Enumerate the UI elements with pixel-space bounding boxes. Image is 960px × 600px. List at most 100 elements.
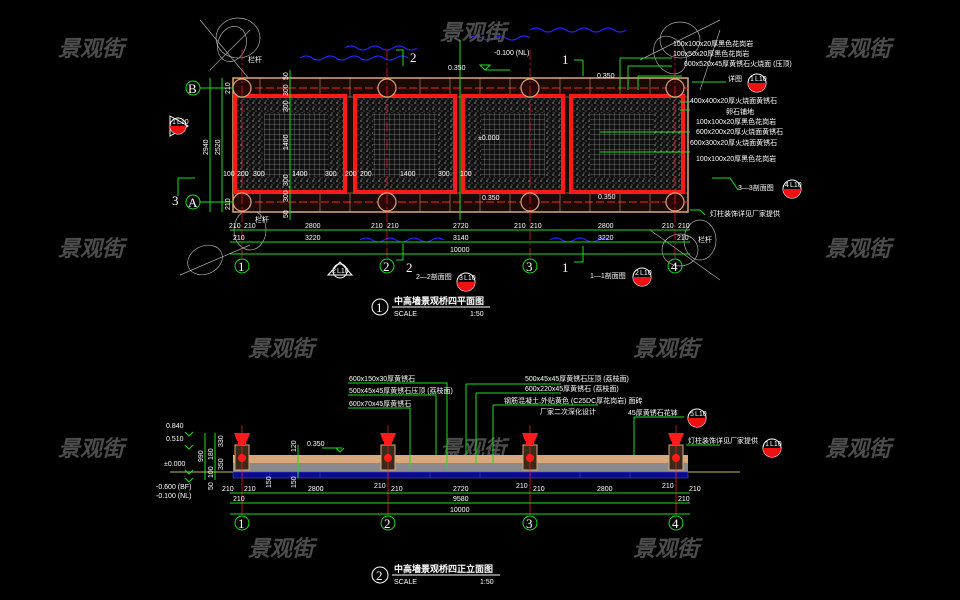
drawing-label: 钢筋混凝土,外贴黄色 (C25DC厚花岗岩) 面砖 (504, 396, 642, 405)
drawing-label: 200 (345, 171, 357, 178)
drawing-label: 0.350 (482, 195, 500, 202)
drawing-label: 2800 (308, 486, 324, 493)
drawing-label: 0.510 (166, 436, 184, 443)
drawing-label: 210 (225, 198, 232, 210)
drawing-label: 300 (283, 100, 290, 112)
drawing-label: 210 (371, 223, 383, 230)
drawing-label: 3—3剖面图 (738, 183, 774, 192)
grid-label: B (188, 81, 197, 96)
drawing-label: 栏杆 (698, 235, 712, 244)
drawing-label: L10 (177, 119, 189, 126)
drawing-label: 50 (283, 210, 290, 218)
drawing-label: 990 (198, 450, 205, 462)
drawing-label: 3220 (598, 235, 614, 242)
drawing-label: 210 (662, 223, 674, 230)
drawing-label: 150 (266, 476, 273, 488)
drawing-label: 1 (562, 260, 569, 275)
drawing-label: 9580 (453, 496, 469, 503)
elevation-view: 0.840 0.510 ±0.000 -0.600 (BF) -0.100 (N… (156, 374, 782, 586)
drawing-label: 210 (225, 82, 232, 94)
drawing-label: 100x100x20厚黑色花岗岩 (696, 154, 776, 163)
drawing-label: 100 (208, 466, 215, 478)
drawing-label: 5 (690, 411, 694, 418)
drawing-label: 2 (406, 260, 413, 275)
watermark: 景观街 (248, 537, 318, 562)
drawing-label: 0.350 (597, 73, 615, 80)
watermark: 景观街 (58, 437, 128, 462)
drawing-label: 210 (374, 483, 386, 490)
elevation-levels: 0.840 0.510 ±0.000 -0.600 (BF) -0.100 (N… (156, 423, 345, 500)
drawing-label: 2940 (203, 139, 210, 155)
drawing-label: 210 (678, 223, 690, 230)
drawing-label: 210 (229, 223, 241, 230)
drawing-label: 1 (376, 300, 383, 315)
drawing-label: 350 (218, 458, 225, 470)
drawing-label: 卵石铺地 (726, 107, 754, 116)
drawing-label: 100 (223, 171, 235, 178)
grid-label: 2 (383, 259, 390, 274)
drawing-label: 210 (233, 235, 245, 242)
drawing-label: 2720 (453, 223, 469, 230)
drawing-label: 2800 (597, 486, 613, 493)
drawing-label: 150 (291, 476, 298, 488)
drawing-label: 210 (530, 223, 542, 230)
drawing-label: SCALE (394, 311, 417, 318)
drawing-label: 10000 (450, 507, 470, 514)
drawing-label: L10 (790, 182, 802, 189)
watermark: 景观街 (248, 337, 318, 362)
watermark: 景观街 (825, 437, 895, 462)
grid-label: 3 (526, 259, 533, 274)
drawing-label: ±0.000 (164, 461, 185, 468)
grid-label: A (188, 195, 198, 210)
drawing-label: 180 (208, 448, 215, 460)
drawing-label: 200 (360, 171, 372, 178)
drawing-label: 330 (218, 435, 225, 447)
drawing-label: 1400 (400, 171, 416, 178)
drawing-label: -0.600 (BF) (156, 484, 191, 491)
drawing-label: SCALE (394, 579, 417, 586)
drawing-label: 300 (283, 84, 290, 96)
drawing-label: 栏杆 (255, 215, 269, 224)
grid-label: 1 (238, 259, 245, 274)
drawing-label: 600x70x45厚黄锈石 (349, 399, 411, 408)
drawing-label: 3220 (305, 235, 321, 242)
drawing-label: L10 (695, 411, 707, 418)
plan-title: 1 中高墙景观桥四平面图 SCALE 1:50 (371, 295, 490, 318)
drawing-label: L10 (770, 441, 782, 448)
drawing-label: L10 (337, 268, 349, 275)
drawing-label: 1400 (283, 134, 290, 150)
drawing-label: 210 (391, 486, 403, 493)
drawing-label: 45厚黄锈石花钵 (628, 408, 678, 417)
drawing-label: 210 (689, 486, 701, 493)
drawing-label: 1—1剖面图 (590, 271, 626, 280)
plan-annotations: 100x100x20厚黑色花岗岩 100x50x20厚黑色花岗岩 600x520… (600, 39, 792, 218)
drawing-label: 3 (172, 193, 179, 208)
drawing-label: 400x400x20厚火烧面黄锈石 (690, 96, 777, 105)
drawing-label: 210 (662, 483, 674, 490)
drawing-label: 2 (410, 50, 417, 65)
drawing-label: 3 (459, 275, 463, 282)
drawing-label: 1:50 (480, 579, 494, 586)
drawing-label: 1 (562, 52, 569, 67)
drawing-label: 210 (533, 486, 545, 493)
watermark: 景观街 (58, 37, 128, 62)
drawing-label: 2 (376, 568, 383, 583)
drawing-label: 灯柱装饰详见厂家提供 (710, 209, 780, 218)
drawing-label: 10000 (450, 247, 470, 254)
drawing-label: -0.100 (NL) (156, 493, 191, 500)
grid-col-bubbles: 1 2 3 4 (234, 258, 683, 274)
drawing-label: 1 (172, 119, 176, 126)
plan-levels: -0.100 (NL) 0.350 0.350 ±0.000 0.350 0.3… (248, 40, 712, 244)
drawing-label: -0.100 (NL) (494, 50, 529, 57)
drawing-label: 0.350 (598, 194, 616, 201)
water-waves (299, 27, 627, 243)
watermark: 景观街 (633, 537, 703, 562)
drawing-label: 300 (283, 174, 290, 186)
drawing-label: 500x45x45厚黄锈石压顶 (荔枝面) (525, 374, 629, 383)
drawing-label: 210 (516, 483, 528, 490)
drawing-label: 中高墙景观桥四正立面图 (394, 563, 493, 575)
